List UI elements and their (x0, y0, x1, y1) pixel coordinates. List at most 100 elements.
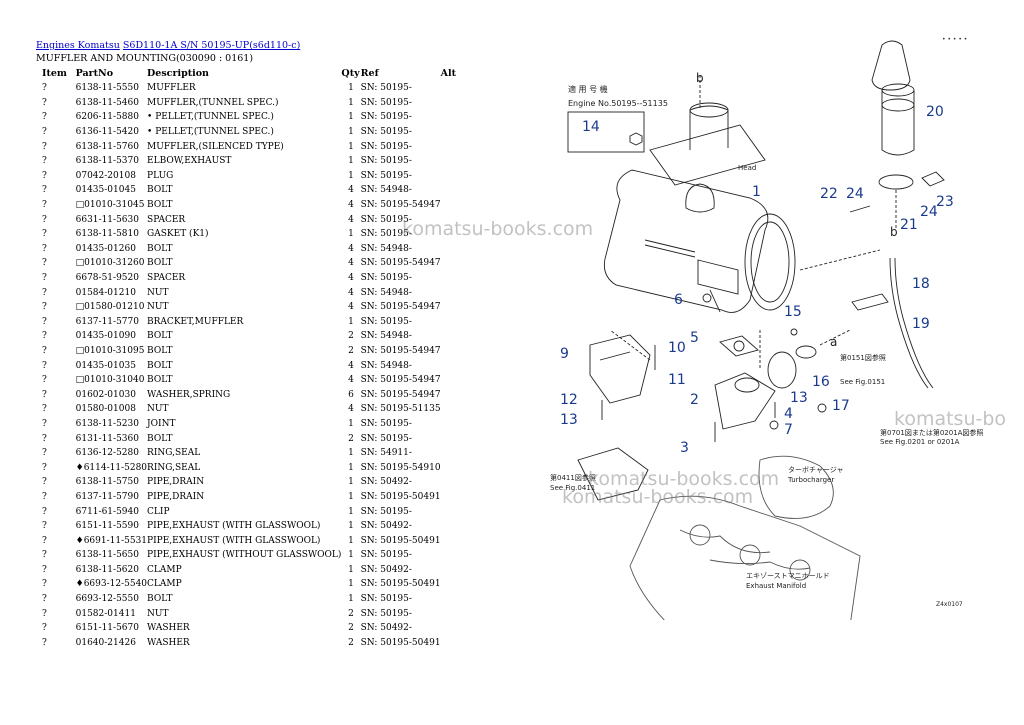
cell-partno: 01435-01090 (75, 331, 136, 342)
callout-7: 3 (680, 440, 689, 456)
cell-description: CLIP (147, 506, 170, 517)
diagram-svg: • • • • • 適 用 号 機 Engine No.50195--51135… (550, 36, 983, 627)
cell-description: BOLT (147, 258, 173, 269)
callout-1: 1 (752, 184, 761, 200)
cell-ref: SN: 54948- (360, 243, 412, 254)
cell-partno: □01010-31040 (75, 375, 145, 386)
cell-description: PIPE,DRAIN (147, 491, 205, 502)
column-header-ref: Ref (360, 68, 379, 79)
joint-2-shape (714, 372, 776, 430)
cell-ref: SN: 50195- (360, 97, 412, 108)
cell-ref: SN: 50195- (360, 316, 412, 327)
cell-alt (441, 504, 456, 519)
cell-ref: SN: 54948- (360, 185, 412, 196)
cell-item: ? (42, 302, 47, 313)
cell-ref: SN: 50195- (360, 83, 412, 94)
cell-alt (441, 431, 456, 446)
cell-item: ? (42, 608, 47, 619)
cell-partno: 6131-11-5360 (75, 433, 139, 444)
applicable-note-en: Engine No.50195--51135 (568, 99, 668, 108)
cell-item: ? (42, 214, 47, 225)
nut-23-shape (921, 171, 945, 187)
cell-alt (441, 417, 456, 432)
bolt-16-shape (790, 328, 798, 336)
guide-lines (609, 75, 897, 370)
cell-alt (441, 358, 456, 373)
cell-qty: 2 (348, 345, 354, 356)
cell-item: ? (42, 97, 47, 108)
cell-item: ? (42, 273, 47, 284)
cell-ref: SN: 50195-50491 (360, 491, 441, 502)
breadcrumb-link-engines[interactable]: Engines Komatsu (36, 40, 120, 51)
callout-10: 9 (560, 346, 569, 362)
cell-partno: 6138-11-5750 (75, 477, 139, 488)
cell-partno: 01580-01008 (75, 404, 136, 415)
cell-alt (441, 563, 456, 578)
cell-partno: 6137-11-5790 (75, 491, 139, 502)
cell-alt (441, 183, 456, 198)
cell-ref: SN: 50195-51135 (360, 404, 441, 415)
cell-qty: 4 (348, 360, 354, 371)
clamp-shape (878, 174, 914, 190)
callout-12: 13 (560, 412, 578, 428)
turbo-en: Turbocharger (787, 476, 834, 484)
cell-qty: 1 (348, 170, 354, 181)
cell-qty: 1 (348, 535, 354, 546)
cell-ref: SN: 50492- (360, 564, 412, 575)
cell-qty: 1 (348, 521, 354, 532)
cell-alt (441, 373, 456, 388)
breadcrumb-link-model[interactable]: S6D110-1A S/N 50195-UP(s6d110-c) (122, 40, 301, 51)
cell-qty: 1 (348, 594, 354, 605)
cell-qty: 1 (348, 316, 354, 327)
cell-alt (441, 96, 456, 111)
cell-partno: 01602-01030 (75, 389, 136, 400)
cell-description: NUT (147, 404, 169, 415)
cell-alt (441, 490, 456, 505)
exhaust-elbow: Head (649, 102, 766, 186)
cell-ref: SN: 50195- (360, 156, 412, 167)
cell-description: BRACKET,MUFFLER (147, 316, 244, 327)
cell-alt (441, 125, 456, 140)
cell-description: NUT (147, 608, 169, 619)
cell-description: BOLT (147, 594, 173, 605)
callout-3: 17 (832, 398, 850, 414)
cell-item: ? (42, 448, 47, 459)
cell-description: RING,SEAL (147, 462, 201, 473)
cell-partno: □01010-31095 (75, 345, 145, 356)
cell-ref: SN: 50195- (360, 550, 412, 561)
cell-description: JOINT (147, 418, 176, 429)
cell-partno: 6151-11-5670 (75, 623, 139, 634)
cell-alt (441, 198, 456, 213)
cell-description: CLAMP (147, 579, 182, 590)
cell-item: ? (42, 506, 47, 517)
table-header-row: Item PartNo Description Qty Ref Alt (36, 66, 456, 81)
cell-partno: ♦6114-11-5280 (75, 462, 148, 473)
cell-partno: 6206-11-5880 (75, 112, 139, 123)
cell-qty: 1 (348, 229, 354, 240)
fig0411-en: See Fig.0411 (550, 484, 595, 492)
cell-ref: SN: 50195- (360, 141, 412, 152)
cell-partno: 01582-01411 (75, 608, 136, 619)
arrow-label-b-pipe: b (890, 225, 898, 239)
cell-item: ? (42, 360, 47, 371)
callout-21: 21 (900, 217, 918, 233)
cell-item: ? (42, 535, 47, 546)
cell-alt (441, 110, 456, 125)
column-header-item: Item (42, 68, 67, 79)
cell-description: BOLT (147, 331, 173, 342)
cell-partno: 6138-11-5230 (75, 418, 139, 429)
cell-ref: SN: 54911- (360, 448, 412, 459)
cell-qty: 1 (348, 477, 354, 488)
callout-24a: 24 (846, 186, 864, 202)
cell-partno: 01435-01045 (75, 185, 136, 196)
corner-dots: • • • • • (942, 36, 967, 43)
cell-item: ? (42, 637, 47, 648)
